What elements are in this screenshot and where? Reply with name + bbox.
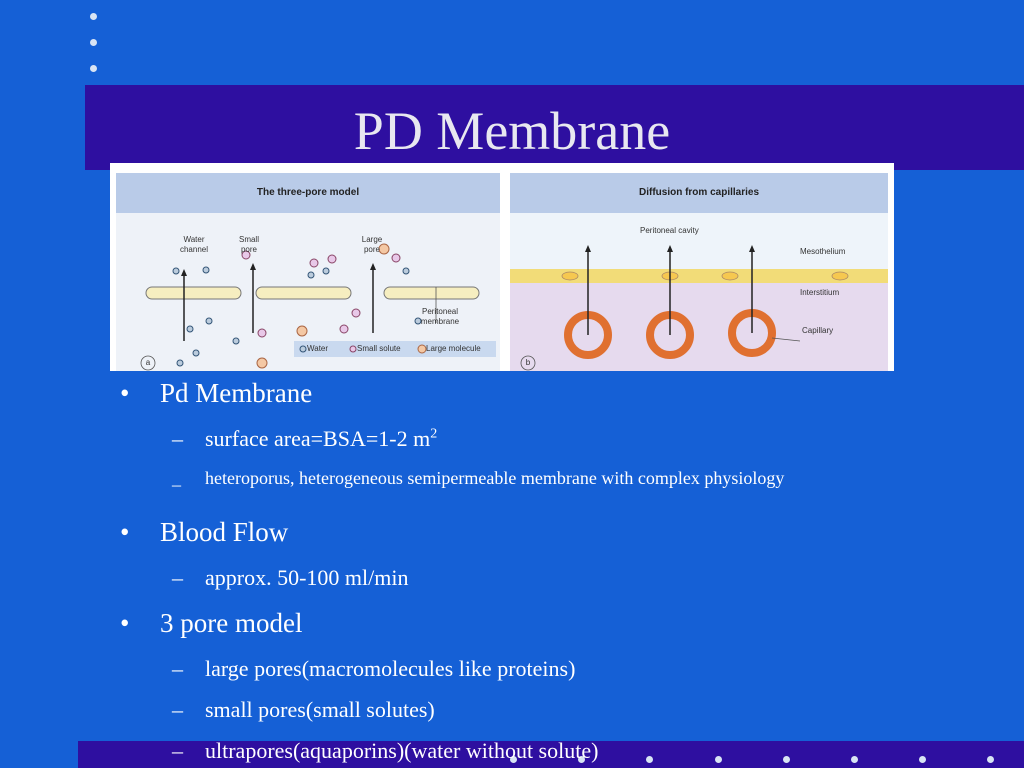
sub-bullet-text: large pores(macromolecules like proteins…: [205, 656, 576, 681]
bullet-text: Pd Membrane: [160, 378, 313, 408]
sub-bullet-text: ultrapores(aquaporins)(water without sol…: [205, 738, 599, 763]
diffusion-panel: Diffusion from capillaries Peritoneal ca…: [510, 173, 888, 371]
membrane-figure: The three-pore model: [110, 163, 894, 371]
dot: [90, 65, 97, 72]
dot: [510, 756, 517, 763]
dot: [90, 13, 97, 20]
capillary-label: Capillary: [802, 326, 834, 335]
small-pore-label: Small pore: [238, 235, 259, 254]
panel-b-letter: b: [525, 358, 531, 367]
bullet-text: 3 pore model: [160, 608, 303, 638]
sub-bullet-text: small pores(small solutes): [205, 697, 435, 722]
bottom-band: [78, 741, 1024, 768]
dash-mark: –: [172, 426, 183, 451]
legend-large-molecule: Large molecule: [426, 344, 481, 353]
sub-bullet-text: approx. 50-100 ml/min: [205, 565, 409, 590]
superscript: 2: [430, 426, 438, 442]
dash-mark: –: [172, 565, 183, 590]
dot: [987, 756, 994, 763]
panel-a-letter: a: [145, 358, 151, 367]
water-channel-label: Water channel: [179, 235, 209, 254]
dot: [90, 39, 97, 46]
three-pore-diagram: [140, 243, 496, 371]
legend-water: Water: [307, 344, 329, 353]
bullet-mark: •: [120, 378, 130, 408]
panel-a-heading: The three-pore model: [116, 173, 500, 213]
dot: [578, 756, 585, 763]
title-band: [85, 85, 1024, 170]
legend-small-solute: Small solute: [357, 344, 401, 353]
sub-bullet-text: surface area=BSA=1-2 m2: [205, 426, 437, 452]
slide-title: PD Membrane: [353, 101, 671, 161]
bullet-mark: •: [120, 608, 130, 638]
dot: [851, 756, 858, 763]
three-pore-panel: The three-pore model: [116, 173, 500, 371]
bullet-text: Blood Flow: [160, 517, 289, 547]
sub-bullet-text-main: surface area=BSA=1-2 m: [205, 426, 431, 451]
mesothelium-label: Mesothelium: [800, 247, 846, 256]
diffusion-diagram: [510, 213, 888, 371]
dot: [919, 756, 926, 763]
dot: [783, 756, 790, 763]
large-pore-label: Large pore: [361, 235, 383, 254]
panel-b-heading: Diffusion from capillaries: [510, 173, 888, 213]
dot: [715, 756, 722, 763]
dash-mark: _: [172, 468, 181, 488]
dot: [646, 756, 653, 763]
bullet-mark: •: [120, 517, 130, 547]
peritoneal-cavity-label: Peritoneal cavity: [640, 226, 699, 235]
peritoneal-membrane-label: Peritoneal membrane: [420, 307, 460, 326]
dash-mark: –: [172, 656, 183, 681]
sub-bullet-text: heteroporus, heterogeneous semipermeable…: [205, 468, 785, 488]
interstitium-label: Interstitium: [800, 288, 840, 297]
dash-mark: –: [172, 697, 183, 722]
dash-mark: –: [172, 738, 183, 763]
